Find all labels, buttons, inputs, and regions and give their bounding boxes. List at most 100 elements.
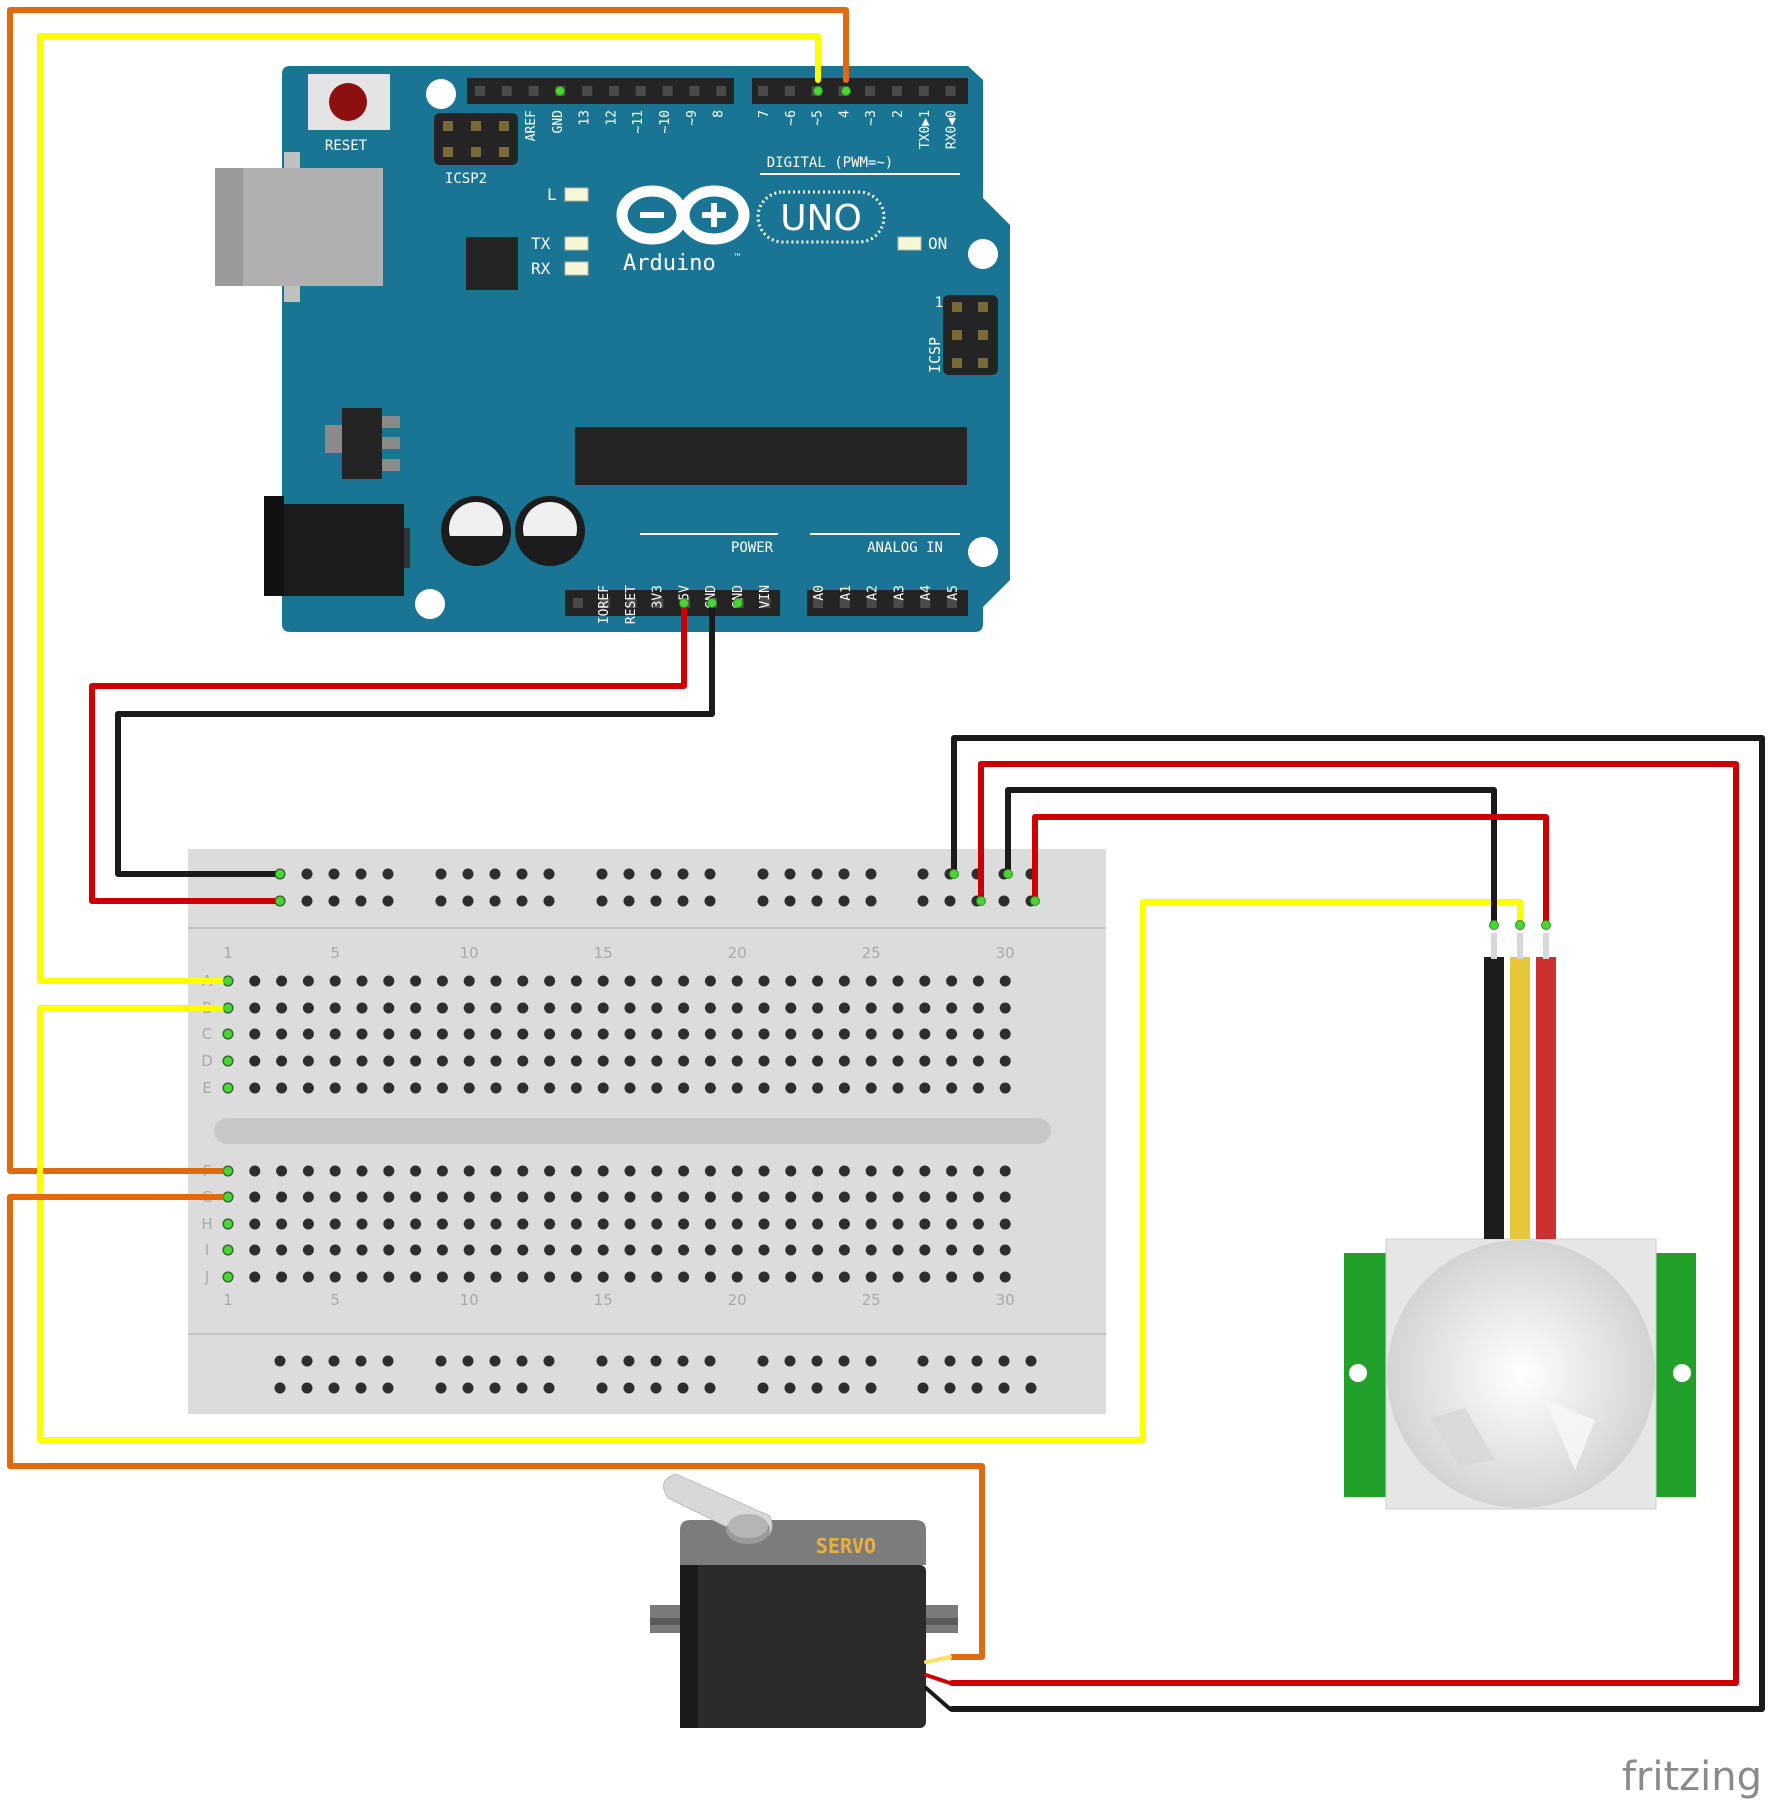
breadboard-hole[interactable] (276, 1028, 288, 1040)
wire-red-servo-vcc[interactable] (949, 761, 1739, 1686)
breadboard-hole[interactable] (329, 1271, 341, 1283)
breadboard-hole[interactable] (946, 1218, 958, 1230)
breadboard-rail-hole[interactable] (865, 895, 877, 907)
breadboard-hole[interactable] (490, 1165, 502, 1177)
header-pin[interactable] (501, 86, 512, 96)
breadboard-hole[interactable] (785, 1191, 797, 1203)
wire-yellow-d5[interactable] (37, 33, 821, 984)
breadboard-hole[interactable] (838, 1055, 850, 1067)
breadboard-hole[interactable] (972, 1271, 984, 1283)
wire-red-pir-vcc[interactable] (1032, 814, 1549, 928)
breadboard-hole[interactable] (838, 1218, 850, 1230)
breadboard-hole[interactable] (249, 1218, 261, 1230)
breadboard-hole[interactable] (597, 1218, 609, 1230)
breadboard-hole[interactable] (597, 1028, 609, 1040)
breadboard-hole[interactable] (704, 1218, 716, 1230)
header-pin[interactable] (689, 86, 700, 96)
breadboard-hole[interactable] (490, 1082, 502, 1094)
breadboard-hole[interactable] (865, 1002, 877, 1014)
breadboard-hole[interactable] (678, 1002, 690, 1014)
header-pin[interactable] (528, 86, 539, 96)
breadboard-hole[interactable] (758, 975, 770, 987)
breadboard-hole[interactable] (517, 1028, 529, 1040)
breadboard-hole[interactable] (999, 975, 1011, 987)
breadboard-rail-hole[interactable] (971, 1382, 983, 1394)
breadboard-hole[interactable] (597, 1165, 609, 1177)
breadboard-hole[interactable] (410, 1165, 422, 1177)
breadboard-hole[interactable] (249, 1082, 261, 1094)
breadboard-hole[interactable] (517, 1244, 529, 1256)
breadboard-hole[interactable] (463, 1165, 475, 1177)
breadboard-hole[interactable] (624, 1165, 636, 1177)
breadboard-hole[interactable] (383, 975, 395, 987)
breadboard-hole[interactable] (490, 1271, 502, 1283)
breadboard-rail-hole[interactable] (516, 1355, 528, 1367)
breadboard-hole[interactable] (812, 1082, 824, 1094)
breadboard-hole[interactable] (785, 1002, 797, 1014)
breadboard-hole[interactable] (678, 1028, 690, 1040)
breadboard-hole[interactable] (490, 1244, 502, 1256)
breadboard-rail-hole[interactable] (462, 868, 474, 880)
breadboard-hole[interactable] (785, 1218, 797, 1230)
breadboard-hole[interactable] (624, 1002, 636, 1014)
breadboard-hole[interactable] (570, 1244, 582, 1256)
breadboard-hole[interactable] (544, 1028, 556, 1040)
breadboard-rail-hole[interactable] (677, 1382, 689, 1394)
breadboard-hole[interactable] (302, 1191, 314, 1203)
breadboard-hole[interactable] (544, 1244, 556, 1256)
breadboard-rail-hole[interactable] (838, 868, 850, 880)
breadboard-hole[interactable] (329, 1191, 341, 1203)
breadboard-hole[interactable] (570, 1002, 582, 1014)
breadboard-hole[interactable] (570, 1191, 582, 1203)
breadboard-hole[interactable] (597, 1082, 609, 1094)
breadboard-hole[interactable] (249, 1244, 261, 1256)
breadboard-hole[interactable] (517, 1055, 529, 1067)
breadboard-hole[interactable] (383, 1191, 395, 1203)
breadboard-hole[interactable] (517, 1218, 529, 1230)
breadboard-hole[interactable] (517, 1191, 529, 1203)
breadboard-rail-hole[interactable] (650, 868, 662, 880)
header-pin[interactable] (920, 598, 931, 608)
breadboard-rail-hole[interactable] (489, 1355, 501, 1367)
header-pin[interactable] (582, 86, 593, 96)
breadboard-hole[interactable] (972, 975, 984, 987)
wire-red-5v[interactable] (89, 599, 687, 904)
breadboard-hole[interactable] (812, 1055, 824, 1067)
breadboard-hole[interactable] (758, 1002, 770, 1014)
breadboard-hole[interactable] (517, 1165, 529, 1177)
wire-orange-servo-signal[interactable] (7, 1194, 985, 1660)
breadboard-hole[interactable] (410, 1218, 422, 1230)
breadboard-rail-hole[interactable] (757, 868, 769, 880)
breadboard-hole[interactable] (972, 1028, 984, 1040)
breadboard-rail-hole[interactable] (838, 895, 850, 907)
breadboard-rail-hole[interactable] (328, 1382, 340, 1394)
breadboard-hole[interactable] (892, 1028, 904, 1040)
breadboard-hole[interactable] (329, 1244, 341, 1256)
header-pin[interactable] (784, 86, 795, 96)
breadboard-rail-hole[interactable] (543, 1382, 555, 1394)
breadboard-hole[interactable] (544, 1165, 556, 1177)
breadboard-hole[interactable] (383, 1218, 395, 1230)
header-pin[interactable] (813, 598, 823, 608)
breadboard-hole[interactable] (651, 1082, 663, 1094)
header-pin[interactable] (947, 598, 957, 608)
breadboard-hole[interactable] (597, 1271, 609, 1283)
breadboard-rail-hole[interactable] (811, 1355, 823, 1367)
breadboard-rail-hole[interactable] (355, 1355, 367, 1367)
breadboard-hole[interactable] (276, 1002, 288, 1014)
breadboard-hole[interactable] (624, 975, 636, 987)
header-pin[interactable] (662, 86, 673, 96)
breadboard-hole[interactable] (651, 1028, 663, 1040)
breadboard-hole[interactable] (785, 1165, 797, 1177)
breadboard-hole[interactable] (892, 1271, 904, 1283)
breadboard-rail-hole[interactable] (301, 1355, 313, 1367)
breadboard-hole[interactable] (597, 1191, 609, 1203)
breadboard-hole[interactable] (972, 1244, 984, 1256)
breadboard-hole[interactable] (865, 1244, 877, 1256)
breadboard-rail-hole[interactable] (489, 1382, 501, 1394)
breadboard-hole[interactable] (624, 1271, 636, 1283)
breadboard-hole[interactable] (946, 1165, 958, 1177)
breadboard-rail-hole[interactable] (865, 1355, 877, 1367)
breadboard-hole[interactable] (892, 1082, 904, 1094)
breadboard-rail-hole[interactable] (944, 1355, 956, 1367)
